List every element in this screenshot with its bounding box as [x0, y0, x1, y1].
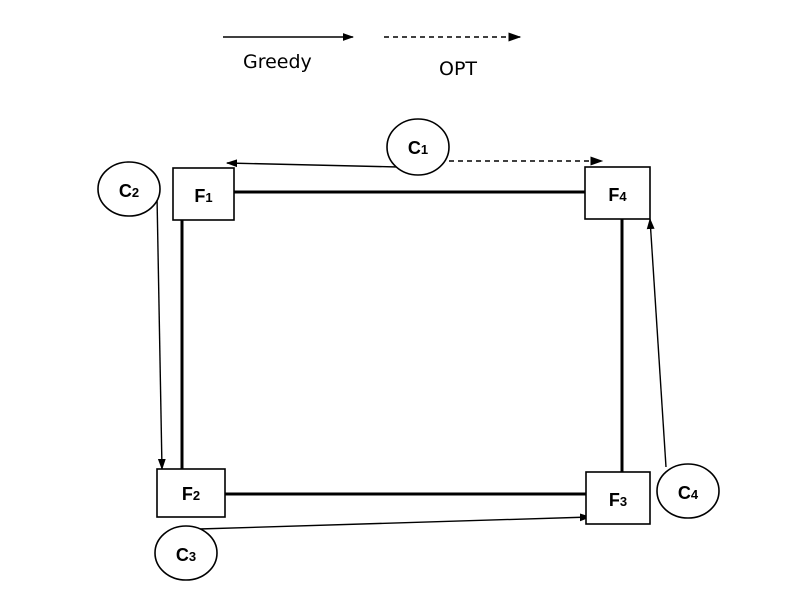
client-c1: C1 — [386, 118, 450, 176]
client-c2-ellipse — [97, 161, 161, 217]
facility-f2-label: F2 — [182, 484, 200, 504]
arrow-c1-f1-greedy — [225, 159, 399, 168]
facility-edges — [180, 190, 624, 496]
facility-f1: F1 — [172, 167, 235, 221]
facility-f3-box — [585, 471, 651, 525]
client-c4-ellipse — [656, 463, 720, 519]
client-c1-ellipse — [386, 118, 450, 176]
client-c4-label: C4 — [678, 483, 699, 503]
facility-f2-box — [156, 468, 226, 518]
client-c2-label: C2 — [119, 181, 139, 201]
assignment-arrows — [156, 156, 667, 530]
facility-f3: F3 — [585, 471, 651, 525]
facility-f2: F2 — [156, 468, 226, 518]
legend: Greedy OPT — [223, 32, 522, 80]
arrow-c3-f3-greedy — [198, 513, 592, 530]
facility-f4-box — [584, 166, 651, 220]
facility-f1-label: F1 — [194, 186, 212, 206]
arrow-c4-f4-greedy — [646, 217, 667, 468]
facility-f1-box — [172, 167, 235, 221]
client-c3-label: C3 — [176, 545, 196, 565]
client-c2: C2 — [97, 161, 161, 217]
client-c1-label: C1 — [408, 138, 428, 158]
client-c4: C4 — [656, 463, 720, 519]
legend-greedy-label: Greedy — [243, 51, 312, 73]
facility-f4-label: F4 — [608, 185, 627, 205]
facility-f3-label: F3 — [609, 490, 627, 510]
facility-f4: F4 — [584, 166, 651, 220]
arrow-c2-f2-greedy — [156, 195, 166, 471]
client-c3: C3 — [154, 525, 218, 581]
legend-opt-label: OPT — [439, 58, 477, 80]
client-c3-ellipse — [154, 525, 218, 581]
